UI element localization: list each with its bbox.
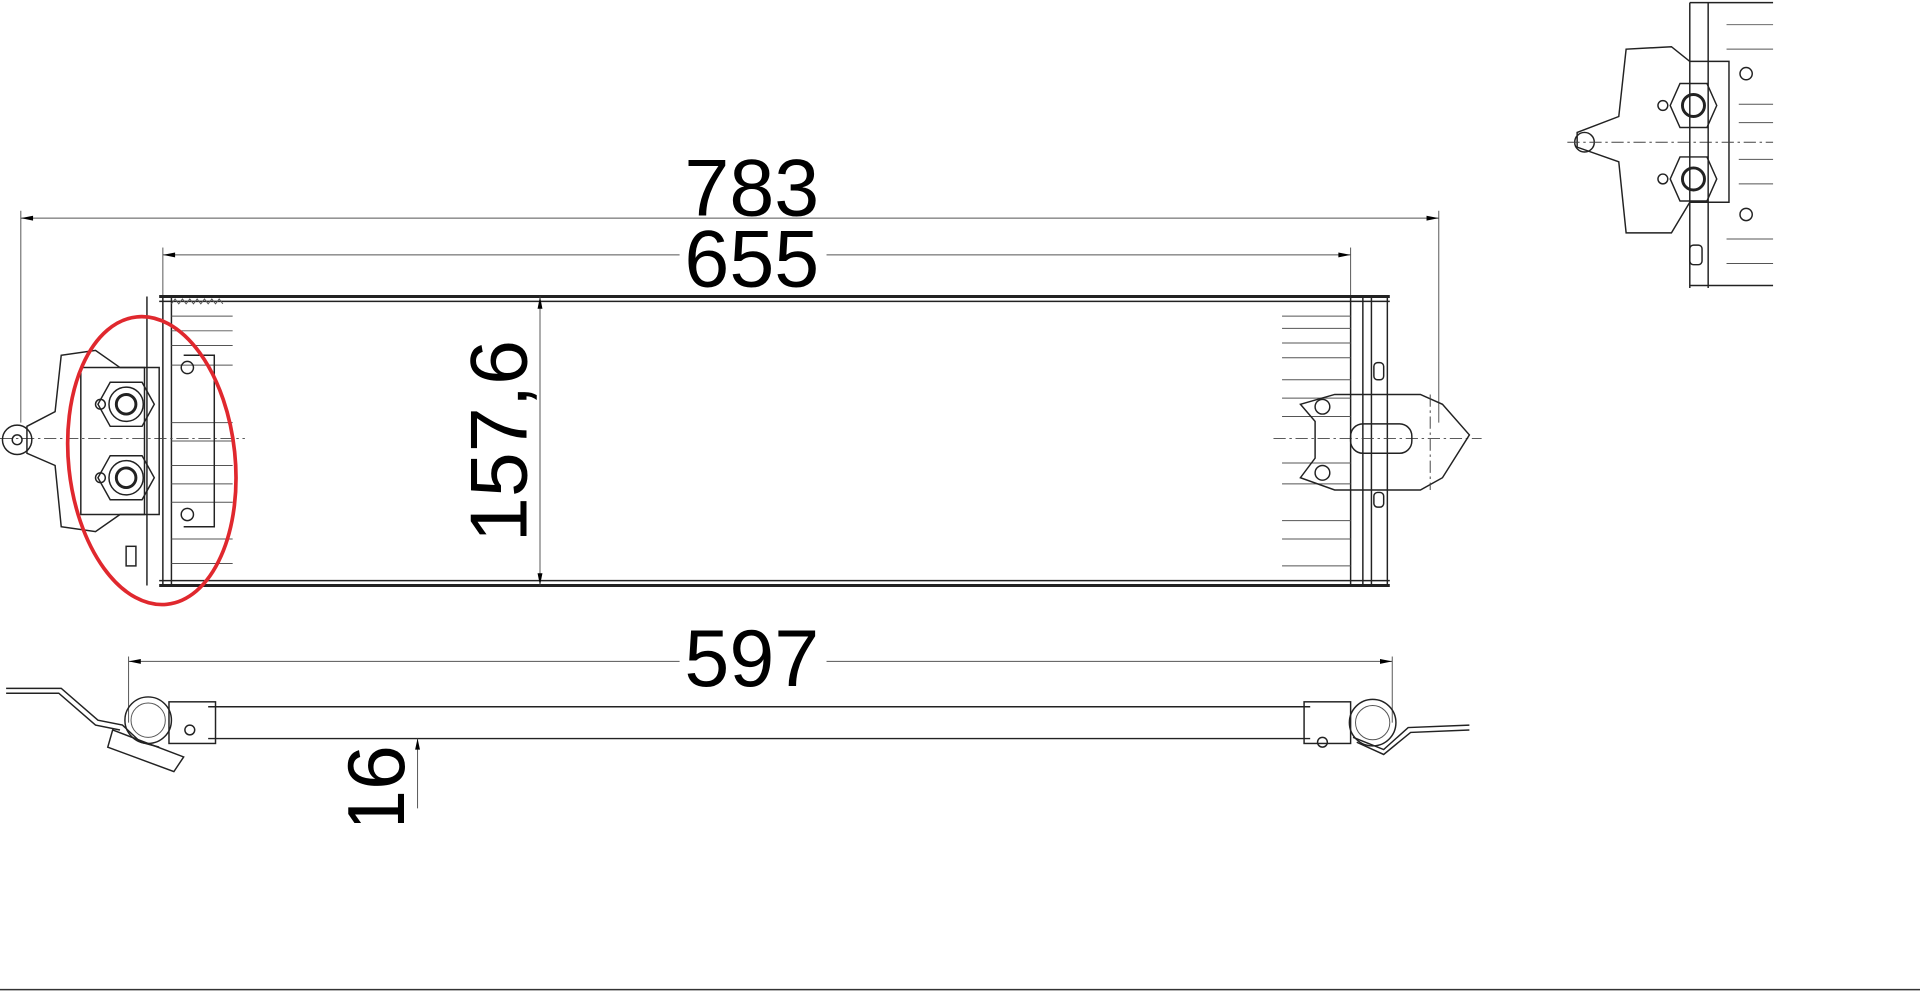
right-bracket: [1299, 361, 1471, 508]
highlight-ellipse: [65, 314, 238, 607]
dimension-label-thickness: 16: [332, 745, 422, 835]
cooler-side-view: [6, 687, 1470, 773]
dimension-157-6: 157,6: [455, 296, 545, 586]
dimension-597: 597: [128, 614, 1393, 723]
dimension-655: 655: [162, 215, 1352, 305]
dimension-16: 16: [332, 738, 422, 835]
fitting-lower: [94, 454, 156, 501]
dimension-label-bottom: 597: [684, 614, 819, 704]
dimension-label-overall: 783: [684, 144, 819, 234]
left-clip: [125, 545, 137, 567]
cooler-front-view: [0, 295, 1482, 587]
fitting-upper: [94, 381, 156, 428]
detail-inset: [1567, 1, 1774, 288]
left-bracket: [1, 349, 216, 533]
dimension-783: 783: [20, 144, 1440, 423]
dimension-label-core: 655: [684, 215, 819, 305]
dimension-label-height: 157,6: [455, 340, 545, 542]
